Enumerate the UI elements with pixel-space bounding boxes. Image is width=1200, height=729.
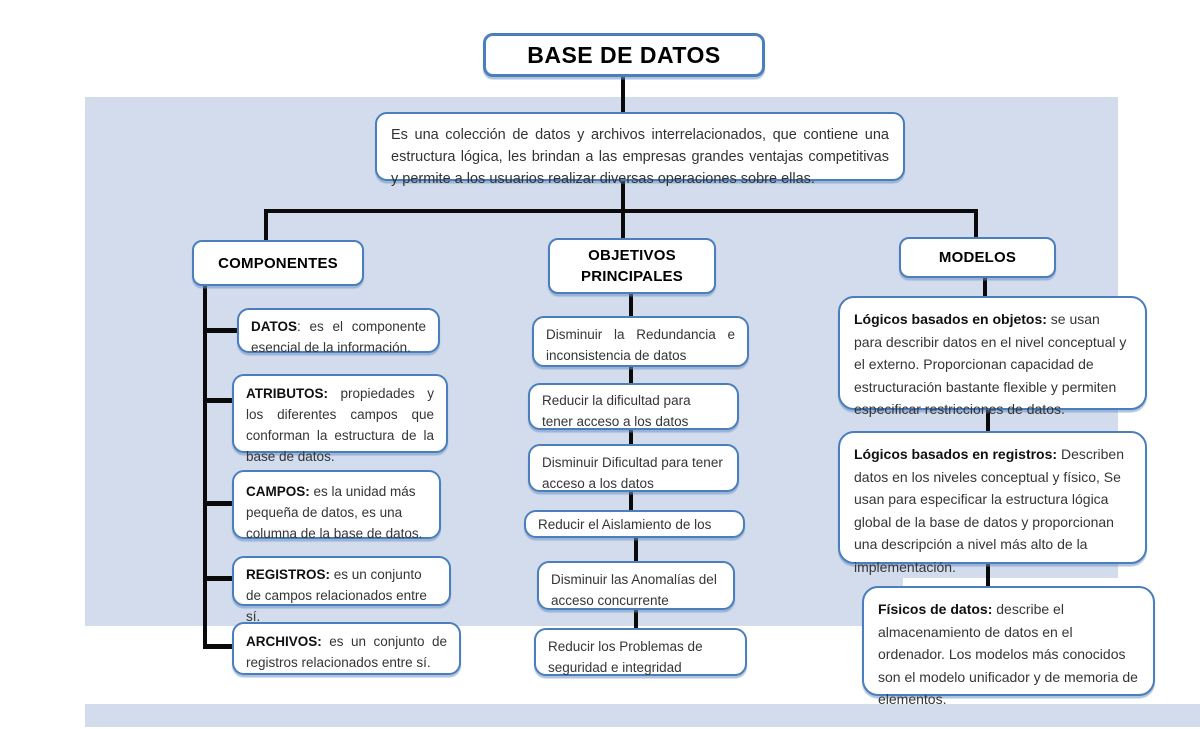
background-strip-bottom — [85, 704, 1200, 727]
node-registros-lead: REGISTROS: — [246, 567, 331, 582]
connector — [629, 292, 633, 316]
node-datos-lead: DATOS — [251, 319, 298, 334]
connector — [634, 609, 638, 628]
node-logicos-objetos-text: se usan para describir datos en el nivel… — [854, 311, 1127, 417]
node-objetivo-aislamiento: Reducir el Aislamiento de los — [524, 510, 745, 538]
node-campos-text: es la unidad más pequeña de datos, es un… — [246, 484, 423, 541]
branch-header-componentes: COMPONENTES — [192, 240, 364, 286]
connector — [203, 644, 232, 649]
node-datos: DATOS: es el componente esencial de la i… — [237, 308, 440, 355]
connector — [621, 75, 625, 113]
connector — [203, 398, 232, 403]
node-atributos-lead: ATRIBUTOS: — [246, 386, 328, 401]
node-atributos-text: propiedades y los diferentes campos que … — [246, 386, 434, 464]
connector — [264, 209, 268, 241]
node-logicos-objetos: Lógicos basados en objetos: se usan para… — [838, 296, 1147, 417]
connector — [621, 209, 625, 239]
connector — [203, 328, 237, 333]
node-logicos-objetos-lead: Lógicos basados en objetos: — [854, 311, 1047, 327]
node-objetivo-dificultad-2: Disminuir Dificultad para tener acceso a… — [528, 444, 739, 492]
node-registros-text: es un conjunto de campos relacionados en… — [246, 567, 427, 624]
connector — [974, 209, 978, 238]
node-archivos: ARCHIVOS: es un conjunto de registros re… — [232, 622, 461, 675]
connector — [203, 501, 232, 506]
node-campos: CAMPOS: es la unidad más pequeña de dato… — [232, 470, 441, 541]
branch-header-objetivos-line2: PRINCIPALES — [581, 268, 683, 285]
connector — [986, 563, 990, 586]
node-registros: REGISTROS: es un conjunto de campos rela… — [232, 556, 451, 624]
branch-header-objetivos-line1: OBJETIVOS — [588, 247, 676, 264]
node-archivos-text: es un conjunto de registros relacionados… — [246, 634, 447, 670]
background-panel-lower-left — [85, 578, 903, 626]
connector — [203, 285, 207, 649]
node-objetivo-seguridad: Reducir los Problemas de seguridad e int… — [534, 628, 747, 676]
branch-header-modelos: MODELOS — [899, 237, 1056, 278]
connector — [634, 537, 638, 561]
branch-header-objetivos: OBJETIVOS PRINCIPALES — [548, 238, 716, 294]
node-logicos-registros-lead: Lógicos basados en registros: — [854, 446, 1058, 462]
root-title-node: BASE DE DATOS — [483, 33, 765, 77]
node-objetivo-anomalias: Disminuir las Anomalías del acceso concu… — [537, 561, 735, 610]
node-datos-text: : es el componente esencial de la inform… — [251, 319, 426, 355]
node-atributos: ATRIBUTOS: propiedades y los diferentes … — [232, 374, 448, 464]
node-fisicos-datos: Físicos de datos: describe el almacenami… — [862, 586, 1155, 707]
connector — [629, 491, 633, 510]
node-logicos-registros: Lógicos basados en registros: Describen … — [838, 431, 1147, 575]
node-fisicos-datos-text: describe el almacenamiento de datos en e… — [878, 601, 1138, 707]
node-logicos-registros-text: Describen datos en los niveles conceptua… — [854, 446, 1124, 575]
node-objetivo-dificultad-1: Reducir la dificultad para tener acceso … — [528, 383, 739, 430]
connector — [203, 576, 232, 581]
connector — [629, 366, 633, 383]
connector — [986, 409, 990, 431]
node-objetivo-redundancia: Disminuir la Redundancia e inconsistenci… — [532, 316, 749, 367]
node-campos-lead: CAMPOS: — [246, 484, 310, 499]
description-node: Es una colección de datos y archivos int… — [375, 112, 905, 187]
node-fisicos-datos-lead: Físicos de datos: — [878, 601, 993, 617]
connector — [621, 179, 625, 212]
connector — [983, 277, 987, 297]
node-archivos-lead: ARCHIVOS: — [246, 634, 322, 649]
connector — [629, 429, 633, 444]
